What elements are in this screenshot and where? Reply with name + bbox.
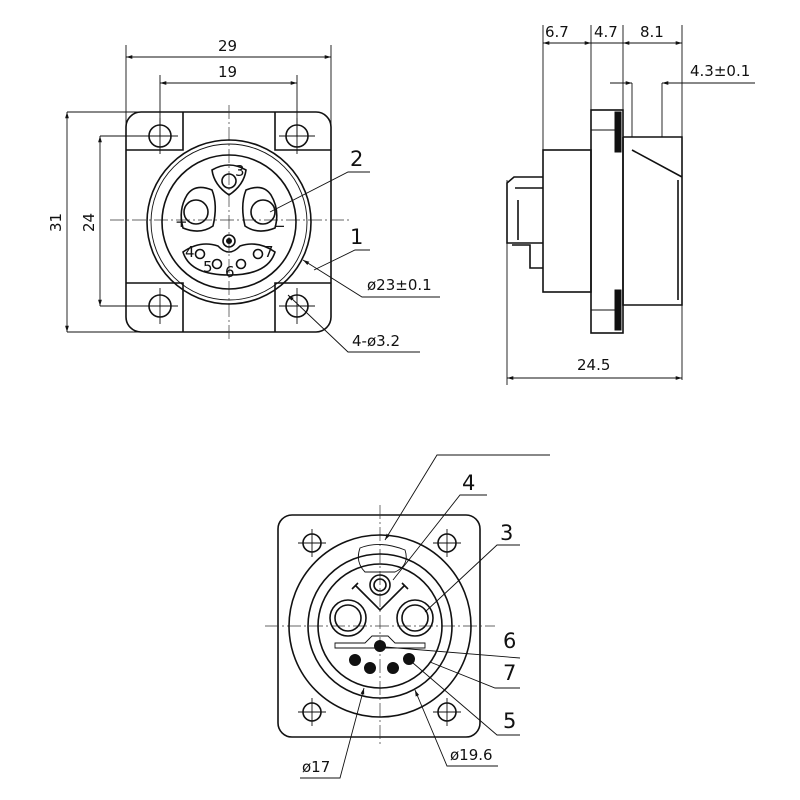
pin-label: +: [175, 213, 188, 231]
rear-connector: [506, 176, 543, 269]
side-view: 6.7 4.7 8.1 4.3±0.1 24.5: [506, 23, 755, 385]
outer-ring: [146, 139, 312, 305]
rear-body: [542, 149, 592, 293]
insert-face: [161, 154, 297, 290]
plate-corner-pads: [126, 112, 331, 332]
pin-label: 6: [225, 263, 235, 281]
dim-6-7: 6.7: [545, 23, 569, 41]
callout-2: 2: [350, 147, 363, 171]
pin-label: 4: [185, 243, 195, 261]
mounting-holes: [298, 529, 461, 726]
dim-height-outer: 31: [47, 213, 65, 232]
pin-label: 7: [264, 243, 274, 261]
dim-width-holes: 19: [218, 63, 237, 81]
callout-5: 5: [503, 709, 516, 733]
dim-8-1: 8.1: [640, 23, 664, 41]
rear-view: 4 3 6 7 5 ø17 ø19.6: [265, 454, 550, 779]
power-contact-plus: [183, 199, 209, 225]
power-contact-minus: [250, 199, 276, 225]
pin-3: [221, 173, 237, 189]
callout-1: 1: [350, 225, 363, 249]
pin-4: [369, 574, 391, 596]
front-shell: [622, 136, 683, 306]
power-contact-left: [334, 604, 362, 632]
extension-lines: [67, 45, 332, 333]
signal-pins: [349, 640, 415, 674]
pin-label: −: [273, 217, 286, 235]
dim-24-5: 24.5: [577, 356, 610, 374]
mounting-holes: [142, 118, 315, 324]
mounting-plate: [125, 111, 332, 333]
callout-dia-19-6: ø19.6: [450, 746, 493, 764]
pin-label: 5: [203, 258, 213, 276]
dim-width-outer: 29: [218, 37, 237, 55]
dim-4-3: 4.3±0.1: [690, 62, 750, 80]
callout-3: 3: [500, 521, 513, 545]
callout-holes: 4-ø3.2: [352, 332, 400, 350]
centerlines: [265, 505, 495, 745]
power-contact-right: [401, 604, 429, 632]
pin-label: 3: [235, 162, 245, 180]
dim-height-holes: 24: [80, 213, 98, 232]
front-view: 3 4 5 6 7 + − 29 19 31 24 2 1 ø23±0.1 4-…: [47, 37, 440, 353]
outer-ring: [288, 534, 472, 718]
callout-6: 6: [503, 629, 516, 653]
callout-7: 7: [503, 661, 516, 685]
dim-4-7: 4.7: [594, 23, 618, 41]
callout-4: 4: [462, 471, 475, 495]
callout-dia-17: ø17: [302, 758, 330, 776]
callout-diameter: ø23±0.1: [367, 276, 432, 294]
